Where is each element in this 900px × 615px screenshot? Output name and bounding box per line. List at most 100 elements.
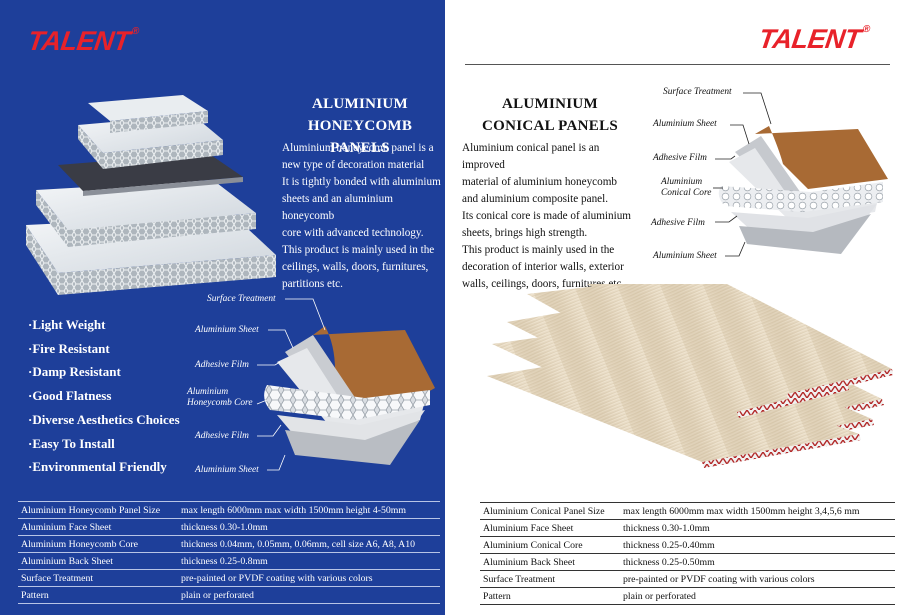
- feature-item: ·Damp Resistant: [28, 364, 121, 380]
- description-line: This product is mainly used in the: [282, 244, 435, 256]
- table-row: Surface Treatment pre-painted or PVDF coa…: [18, 570, 440, 587]
- spec-key: Aluminium Conical Core: [483, 539, 583, 551]
- table-row: Aluminium Back Sheet thickness 0.25-0.50m…: [480, 554, 895, 571]
- description-line: walls, ceilings, doors, furnitures etc.: [462, 278, 625, 290]
- logo-text: ®: [131, 26, 140, 37]
- spec-value: thickness 0.30-1.0mm: [623, 522, 710, 534]
- spec-value: plain or perforated: [181, 589, 254, 601]
- feature-item: ·Fire Resistant: [28, 340, 110, 356]
- left-page: TALENT® ALUMINIUM HONEYCOMB: [0, 0, 445, 615]
- table-row: Aluminium Face Sheet thickness 0.30-1.0mm: [18, 519, 440, 536]
- table-row: Aluminium Honeycomb Core thickness 0.04mm…: [18, 536, 440, 553]
- description-line: ceilings, walls, doors, furnitures,: [282, 261, 429, 273]
- honeycomb-layer-diagram: Surface Treatment Aluminium Sheet Adhesi…: [185, 290, 443, 480]
- spec-key: Aluminium Honeycomb Core: [21, 538, 139, 550]
- spec-key: Aluminium Back Sheet: [483, 556, 575, 568]
- layer-label: Aluminium Sheet: [195, 325, 259, 335]
- spec-value: plain or perforated: [623, 590, 696, 602]
- description-line: This product is mainly used in the: [462, 244, 615, 256]
- feature-item: ·Environmental Friendly: [28, 459, 167, 475]
- talent-logo: TALENT®: [26, 26, 140, 57]
- layer-label: Honeycomb Core: [187, 398, 253, 408]
- layer-label: Adhesive Film: [653, 153, 707, 163]
- spec-key: Aluminium Face Sheet: [483, 522, 574, 534]
- feature-item: ·Light Weight: [28, 317, 106, 332]
- spec-value: max length 6000mm max width 1500mm heigh…: [181, 504, 407, 516]
- talent-logo: TALENT®: [757, 24, 871, 55]
- panel-stack: [487, 284, 893, 468]
- logo-text: TALENT: [25, 26, 132, 56]
- table-row: Aluminium Conical Panel Size max length 6…: [480, 502, 895, 520]
- logo-text: ®: [862, 24, 871, 35]
- feature-item: ·Good Flatness: [28, 388, 112, 404]
- table-row: Aluminium Honeycomb Panel Size max length…: [18, 501, 440, 519]
- spec-key: Pattern: [21, 589, 49, 601]
- description-line: Aluminium honeycomb panel is a: [282, 142, 434, 154]
- description-line: sheets and an aluminium honeycomb: [282, 193, 393, 222]
- title-line: ALUMINIUM: [311, 96, 409, 112]
- title-line: HONEYCOMB PANELS: [307, 118, 413, 156]
- spec-value: pre-painted or PVDF coating with various…: [181, 572, 373, 584]
- table-row: Pattern plain or perforated: [480, 588, 895, 605]
- conical-title: ALUMINIUM CONICAL PANELS: [465, 93, 635, 137]
- right-page: TALENT® ALUMINIUM CONICAL PANELS Alumini…: [445, 0, 900, 615]
- conical-description: Aluminium conical panel is an improved m…: [462, 140, 642, 293]
- conical-spec-table: Aluminium Conical Panel Size max length 6…: [480, 502, 895, 605]
- title-line: CONICAL PANELS: [481, 118, 619, 134]
- layer-diagram-graphic: [713, 92, 888, 257]
- spec-value: max length 6000mm max width 1500mm heigh…: [623, 505, 860, 517]
- spec-key: Surface Treatment: [483, 573, 556, 585]
- layer-label: Aluminium Sheet: [653, 119, 717, 129]
- conical-panels-photo: [487, 284, 893, 468]
- layer-label: Aluminium Sheet: [653, 251, 717, 261]
- conical-layer-diagram: Surface Treatment Aluminium Sheet Adhesi…: [643, 84, 900, 269]
- layer-label: Adhesive Film: [195, 431, 249, 441]
- layer-label: Adhesive Film: [195, 360, 249, 370]
- layer-label: Aluminium: [187, 387, 229, 397]
- table-row: Surface Treatment pre-painted or PVDF coa…: [480, 571, 895, 588]
- layer-label: Adhesive Film: [651, 218, 705, 228]
- description-line: It is tightly bonded with aluminium: [282, 176, 441, 188]
- feature-list: ·Light Weight ·Fire Resistant ·Damp Resi…: [28, 313, 180, 479]
- layer-diagram-graphic: [256, 298, 435, 471]
- spec-value: thickness 0.25-0.8mm: [181, 555, 268, 567]
- spec-key: Surface Treatment: [21, 572, 94, 584]
- layer-label: Surface Treatment: [207, 294, 276, 304]
- table-row: Aluminium Face Sheet thickness 0.30-1.0mm: [480, 520, 895, 537]
- feature-item: ·Diverse Aesthetics Choices: [28, 411, 180, 427]
- spec-value: thickness 0.25-0.40mm: [623, 539, 715, 551]
- spec-key: Aluminium Back Sheet: [21, 555, 113, 567]
- table-row: Aluminium Back Sheet thickness 0.25-0.8mm: [18, 553, 440, 570]
- layer-label: Conical Core: [661, 188, 712, 198]
- layer-label: Aluminium Sheet: [195, 465, 259, 475]
- honeycomb-title: ALUMINIUM HONEYCOMB PANELS: [280, 93, 440, 159]
- honeycomb-description: Aluminium honeycomb panel is a new type …: [282, 140, 442, 293]
- description-line: Its conical core is made of aluminium: [462, 210, 632, 222]
- description-line: new type of decoration material: [282, 159, 425, 171]
- description-line: and aluminium composite panel.: [462, 193, 609, 205]
- spec-value: thickness 0.25-0.50mm: [623, 556, 715, 568]
- layer-label: Aluminium: [661, 177, 703, 187]
- spec-value: thickness 0.04mm, 0.05mm, 0.06mm, cell s…: [181, 538, 416, 550]
- table-row: Aluminium Conical Core thickness 0.25-0.4…: [480, 537, 895, 554]
- spec-key: Pattern: [483, 590, 511, 602]
- logo-text: TALENT: [756, 24, 863, 54]
- header-divider: [465, 64, 890, 65]
- description-line: decoration of interior walls, exterior: [462, 261, 624, 273]
- spec-value: thickness 0.30-1.0mm: [181, 521, 268, 533]
- description-line: material of aluminium honeycomb: [462, 176, 618, 188]
- description-line: Aluminium conical panel is an improved: [462, 142, 600, 171]
- spec-key: Aluminium Conical Panel Size: [483, 505, 605, 517]
- description-line: sheets, brings high strength.: [462, 227, 588, 239]
- description-line: core with advanced technology.: [282, 227, 424, 239]
- description-line: partitions etc.: [282, 278, 343, 290]
- honeycomb-spec-table: Aluminium Honeycomb Panel Size max length…: [18, 501, 440, 604]
- title-line: ALUMINIUM: [501, 96, 599, 112]
- spec-key: Aluminium Face Sheet: [21, 521, 112, 533]
- spec-key: Aluminium Honeycomb Panel Size: [21, 504, 161, 516]
- honeycomb-panels-photo: [26, 95, 276, 295]
- table-row: Pattern plain or perforated: [18, 587, 440, 604]
- layer-label: Surface Treatment: [663, 87, 732, 97]
- feature-item: ·Easy To Install: [28, 435, 115, 451]
- spec-value: pre-painted or PVDF coating with various…: [623, 573, 815, 585]
